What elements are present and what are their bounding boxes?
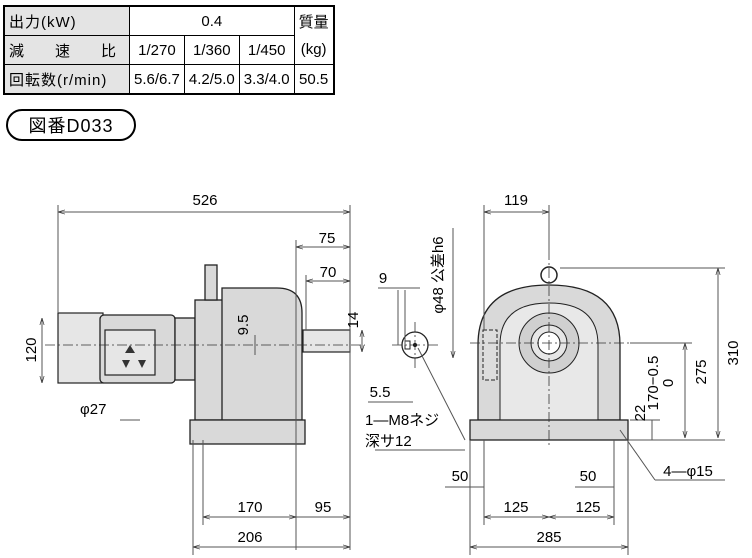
dim-170-tol: 170−0.5 xyxy=(645,356,662,411)
dim-275: 275 xyxy=(693,359,710,384)
speed-cell: 5.6/6.7 xyxy=(129,64,185,95)
dim-9: 9 xyxy=(379,270,387,287)
dim-5-5: 5.5 xyxy=(370,384,391,401)
speed-cell: 4.2/5.0 xyxy=(183,64,240,95)
dim-70: 70 xyxy=(320,264,337,281)
dim-9-5: 9.5 xyxy=(235,315,252,336)
gear-housing-flange xyxy=(194,299,226,421)
dim-75: 75 xyxy=(319,230,336,247)
drawing-number-badge: 図番D033 xyxy=(6,109,136,141)
dim-285: 285 xyxy=(536,529,561,546)
dim-14: 14 xyxy=(345,312,362,329)
dim-206: 206 xyxy=(237,529,262,546)
dim-50-left: 50 xyxy=(452,468,469,485)
dimension-lines xyxy=(42,205,725,555)
mass-unit: (kg) xyxy=(293,35,335,65)
dim-95: 95 xyxy=(315,499,332,516)
dim-phi27: φ27 xyxy=(80,401,106,418)
ratio-label-char: 速 xyxy=(54,42,71,60)
shaft-end-view xyxy=(392,322,440,368)
dim-125-right: 125 xyxy=(575,499,600,516)
mass-value: 50.5 xyxy=(293,64,335,95)
table-row: 減速比 1/270 1/360 1/450 (kg) xyxy=(3,35,335,65)
dim-119: 119 xyxy=(504,192,528,209)
dimension-labels: 526 75 70 9.5 14 120 φ27 170 95 206 9 φ4… xyxy=(23,192,742,546)
tap-depth: 深サ12 xyxy=(365,433,412,450)
ratio-cell: 1/270 xyxy=(129,35,185,65)
dim-310: 310 xyxy=(725,340,742,365)
dim-22: 22 xyxy=(632,405,649,422)
dim-50-right: 50 xyxy=(580,468,597,485)
dim-125-left: 125 xyxy=(503,499,528,516)
dim-120: 120 xyxy=(23,337,40,362)
base-plate xyxy=(189,419,306,445)
ratio-label: 減速比 xyxy=(3,35,130,65)
dim-holes: 4―φ15 xyxy=(663,463,713,480)
mass-label: 質量 xyxy=(293,5,335,36)
dim-phi48-h6: φ48 公差h6 xyxy=(430,236,447,313)
ratio-label-char: 減 xyxy=(9,42,26,60)
dim-170: 170 xyxy=(237,499,262,516)
spec-table: 出力(kW) 0.4 質量 減速比 1/270 1/360 1/450 (kg)… xyxy=(3,5,335,95)
ratio-label-char: 比 xyxy=(100,42,117,60)
dim-overall-length: 526 xyxy=(192,192,217,209)
tap-spec: 1―M8ネジ xyxy=(365,412,439,429)
speed-cell: 3.3/4.0 xyxy=(238,64,295,95)
gearbox-body xyxy=(221,287,303,421)
tolerance-upper: 0 xyxy=(660,379,677,387)
eye-bolt xyxy=(204,264,218,301)
speed-label: 回転数(r/min) xyxy=(3,64,130,95)
output-shaft xyxy=(302,329,351,353)
front-view xyxy=(469,250,630,448)
motor-flange xyxy=(174,317,196,381)
mitsubishi-logo-icon xyxy=(122,345,146,368)
table-row: 回転数(r/min) 5.6/6.7 4.2/5.0 3.3/4.0 50.5 xyxy=(3,64,335,95)
ratio-cell: 1/450 xyxy=(238,35,295,65)
motor-fan-cover xyxy=(57,312,104,384)
side-view xyxy=(45,264,365,445)
